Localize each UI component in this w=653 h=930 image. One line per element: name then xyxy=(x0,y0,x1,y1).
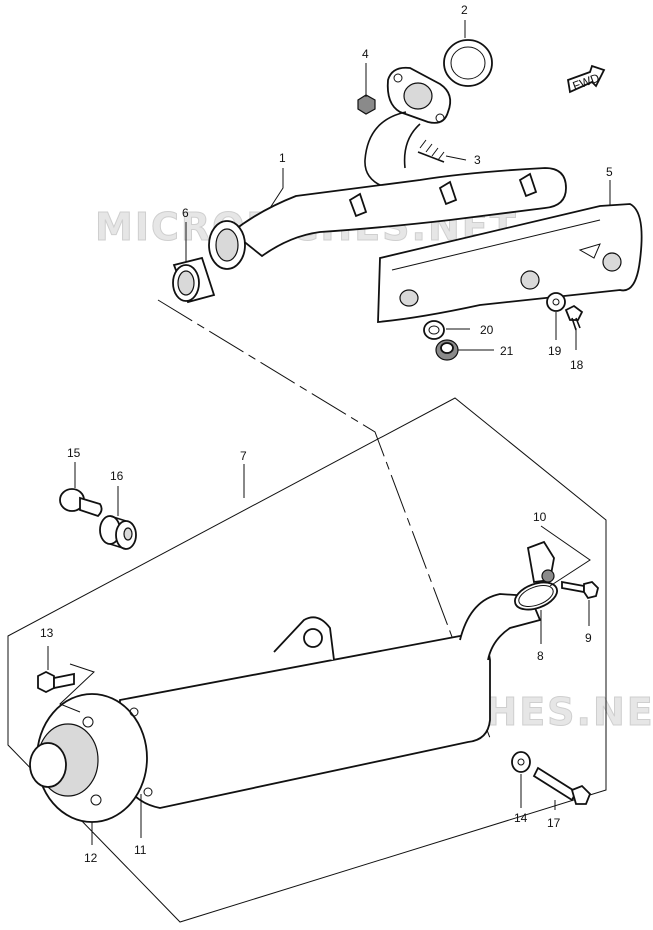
callout-21: 21 xyxy=(500,344,514,358)
bolt-part-9 xyxy=(561,580,599,600)
callout-2: 2 xyxy=(461,3,468,17)
callout-13: 13 xyxy=(40,626,54,640)
muffler-part xyxy=(117,593,542,809)
callout-4: 4 xyxy=(362,47,369,61)
exhaust-pipe-part xyxy=(208,167,567,270)
callout-20: 20 xyxy=(480,323,494,337)
grommet-part-20 xyxy=(423,320,445,340)
nut-part-4 xyxy=(357,94,376,115)
callout-11: 11 xyxy=(134,843,147,857)
pipe-sleeve-part-6 xyxy=(172,256,216,304)
bolt-part-13 xyxy=(37,670,75,694)
callout-16: 16 xyxy=(110,469,124,483)
muffler-end-cap-part xyxy=(29,693,153,823)
callout-8: 8 xyxy=(537,649,544,663)
exhaust-flange-part xyxy=(364,66,452,187)
callout-15: 15 xyxy=(67,446,81,460)
cushion-part-15 xyxy=(59,488,103,518)
part-callouts: 1 2 3 4 5 6 7 8 9 10 11 12 13 14 15 16 1… xyxy=(40,3,613,865)
washer-part-14 xyxy=(511,751,531,773)
leader-lines xyxy=(47,20,611,845)
spring-part-3 xyxy=(417,139,445,163)
clamp-part-8 xyxy=(514,581,558,611)
heat-shield-part xyxy=(377,203,643,323)
callout-10: 10 xyxy=(533,510,547,524)
bolt-part-18 xyxy=(564,304,584,331)
callout-7: 7 xyxy=(240,449,247,463)
callout-18: 18 xyxy=(570,358,584,372)
callout-3: 3 xyxy=(474,153,481,167)
gasket-ring-part xyxy=(443,39,493,87)
cushion-part-16 xyxy=(99,515,137,550)
callout-12: 12 xyxy=(84,851,98,865)
callout-9: 9 xyxy=(585,631,592,645)
callout-1: 1 xyxy=(279,151,286,165)
washer-part-19 xyxy=(546,292,566,312)
callout-5: 5 xyxy=(606,165,613,179)
callout-14: 14 xyxy=(514,811,528,825)
forward-label: FWD xyxy=(571,71,602,94)
callout-19: 19 xyxy=(548,344,562,358)
forward-direction-arrow: FWD xyxy=(566,64,606,94)
callout-6: 6 xyxy=(182,206,189,220)
collar-part-21 xyxy=(435,339,459,361)
callout-17: 17 xyxy=(547,816,561,830)
clamp-bracket-part-10 xyxy=(526,540,555,583)
bolt-part-17 xyxy=(532,766,592,805)
